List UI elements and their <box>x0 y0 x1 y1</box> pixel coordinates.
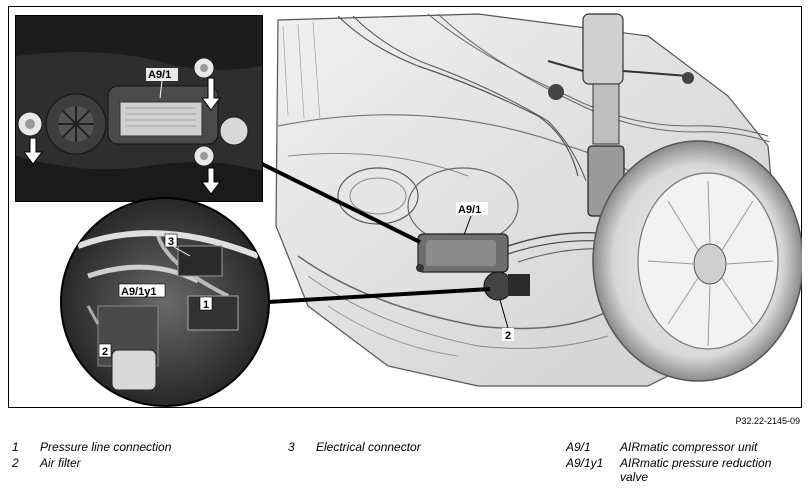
legend-text: Electrical connector <box>316 440 421 454</box>
legend-text: AIRmatic pressure reduction valve <box>620 456 772 484</box>
legend-key: A9/1 <box>566 440 591 454</box>
legend-key: A9/1y1 <box>566 456 604 470</box>
inset-photo-valve <box>60 197 270 407</box>
callout-a91-inset: A9/1 <box>148 69 171 81</box>
front-wheel <box>592 140 802 382</box>
legend-text: AIRmatic compressor unit <box>620 440 758 454</box>
callout-3: 3 <box>168 236 174 248</box>
legend-key: 2 <box>12 456 19 470</box>
arrow-icon <box>23 137 43 165</box>
legend-key: 1 <box>12 440 19 454</box>
arrow-icon <box>201 77 221 111</box>
arrow-icon <box>201 167 221 195</box>
compressor-unit-main <box>416 233 530 301</box>
callout-1: 1 <box>203 299 209 311</box>
inset-pointer-lower <box>267 287 491 304</box>
callout-a91y1: A9/1y1 <box>121 286 156 298</box>
legend-text: Pressure line connection <box>40 440 172 454</box>
callout-a91-main: A9/1 <box>458 204 481 216</box>
inset-pointer-upper <box>261 162 421 244</box>
callout-labels: A9/1 A9/1 3 A9/1y1 1 2 2 <box>98 69 514 358</box>
inset-photo-compressor <box>15 15 263 202</box>
technical-diagram: A9/1 A9/1 3 A9/1y1 1 2 2 <box>8 6 802 408</box>
figure-reference: P32.22-2145-09 <box>735 416 800 426</box>
callout-2-main: 2 <box>505 330 511 342</box>
legend-text: Air filter <box>40 456 81 470</box>
callout-2-inset: 2 <box>102 346 108 358</box>
legend-key: 3 <box>288 440 295 454</box>
